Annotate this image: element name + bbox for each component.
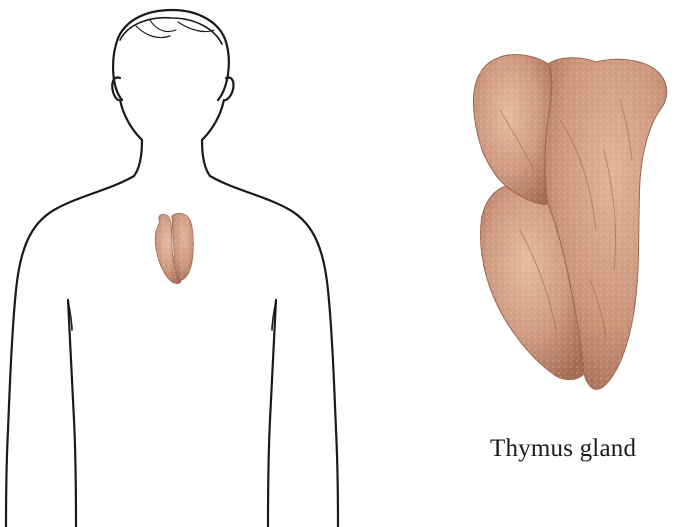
thymus-large [473,55,666,390]
thymus-gland-caption: Thymus gland [490,435,636,463]
